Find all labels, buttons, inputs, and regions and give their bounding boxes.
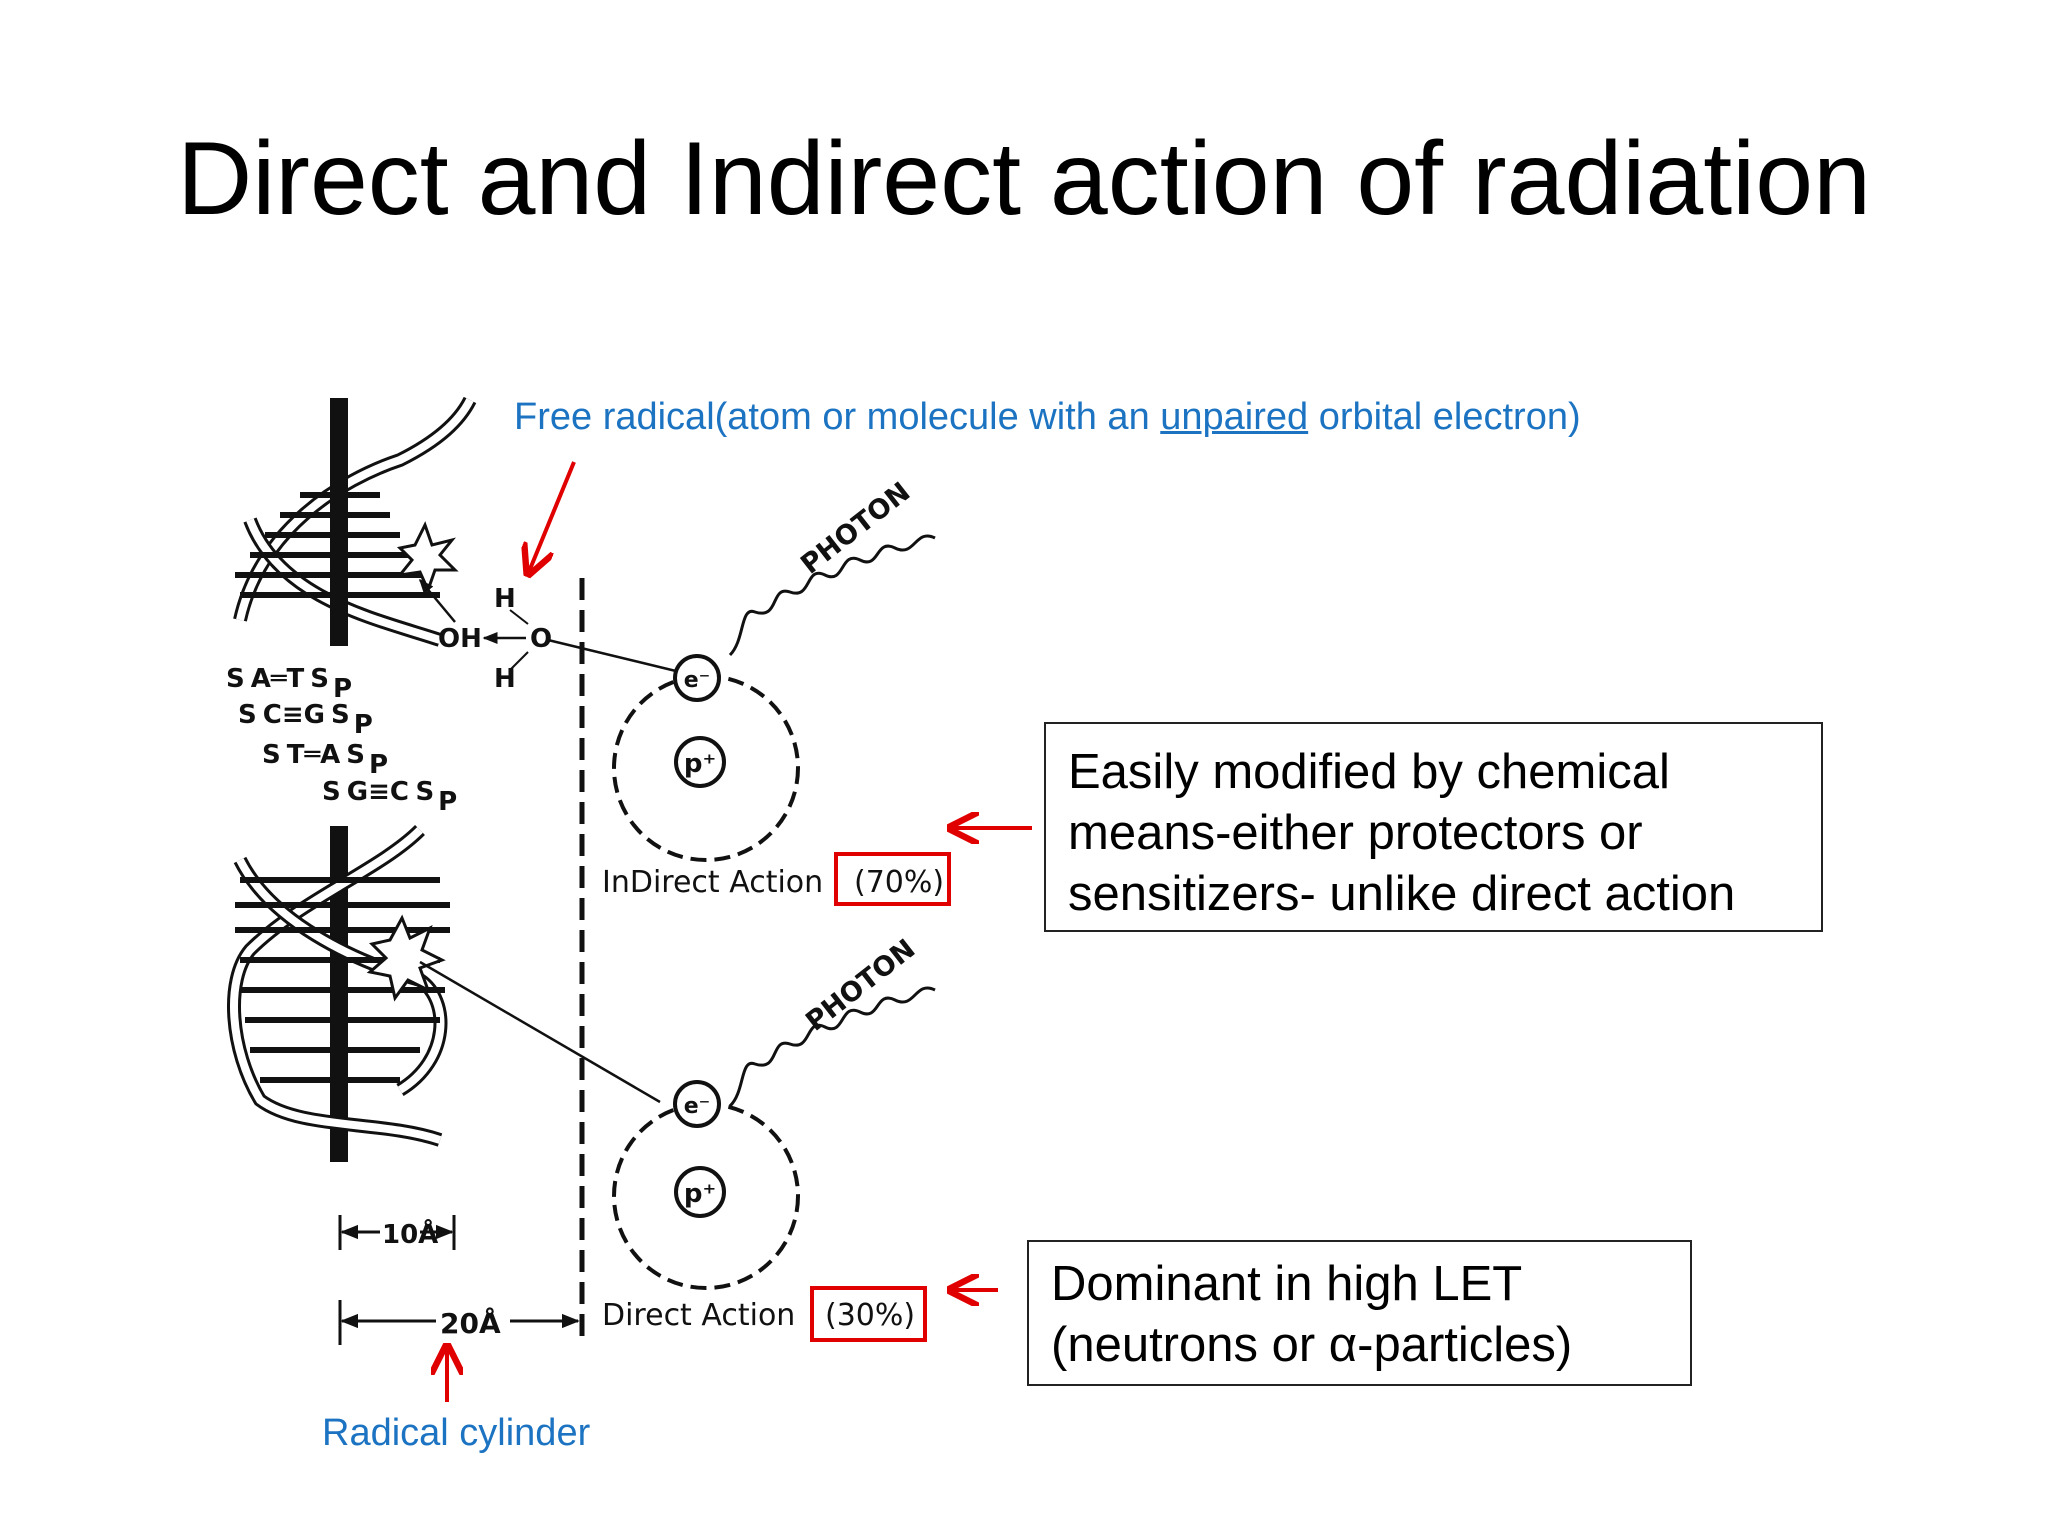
base-pair: G≡C	[347, 777, 410, 807]
base-left: S	[238, 700, 257, 730]
base-left: S	[262, 740, 281, 770]
damage-burst-lower	[366, 914, 446, 1002]
phosphate: P	[438, 787, 457, 817]
atom-direct: p⁺ e⁻	[612, 1080, 800, 1290]
atom-indirect: p⁺ e⁻	[612, 654, 800, 862]
indirect-percent-highlight	[834, 852, 951, 906]
direct-action-percent: (30%)	[825, 1298, 915, 1333]
dimension-20A: 20Å	[338, 1300, 580, 1345]
base-pair: A═T	[251, 664, 305, 694]
electron-label: e⁻	[684, 668, 711, 693]
dna-helix-upper	[233, 396, 477, 647]
electron-path-direct	[419, 960, 661, 1104]
photon-label: PHOTON	[795, 476, 916, 580]
base-right: S	[310, 664, 329, 694]
direct-action-label: Direct Action	[602, 1298, 795, 1333]
dna-helix-lower	[227, 824, 450, 1147]
electron-path-indirect	[547, 638, 681, 674]
proton-label: p⁺	[684, 1179, 716, 1209]
base-left: S	[322, 777, 341, 807]
base-right: S	[415, 777, 434, 807]
photon-lower: PHOTON	[728, 933, 936, 1108]
direct-action-note: Dominant in high LET (neutrons or α-part…	[1027, 1240, 1692, 1386]
hydroxyl-attack-arrow	[419, 578, 456, 623]
phosphate: P	[369, 750, 388, 780]
water-molecule: H O H OH	[438, 584, 552, 694]
indirect-action-label: InDirect Action	[602, 865, 823, 900]
hydrogen-label: H	[494, 664, 516, 694]
dim-10-label: 10Å	[382, 1218, 438, 1250]
direct-percent-highlight	[810, 1286, 927, 1342]
indirect-action-percent: (70%)	[854, 865, 944, 900]
dim-20-label: 20Å	[440, 1306, 501, 1340]
phosphate: P	[354, 710, 373, 740]
free-radical-prefix: Free radical(atom or molecule with an	[514, 396, 1161, 438]
slide-title: Direct and Indirect action of radiation	[177, 121, 1871, 237]
photon-label: PHOTON	[800, 933, 921, 1037]
base-left: S	[226, 664, 245, 694]
dimension-10A: 10Å	[338, 1215, 456, 1250]
base-right: S	[331, 700, 350, 730]
indirect-action-note: Easily modified by chemical means-either…	[1044, 722, 1823, 932]
helix-axis-upper	[330, 398, 348, 646]
radical-cylinder-label: Radical cylinder	[322, 1412, 591, 1454]
hydroxyl-label: OH	[438, 624, 482, 654]
electron-label: e⁻	[684, 1094, 711, 1119]
free-radical-suffix: orbital electron)	[1308, 396, 1581, 438]
free-radical-arrow	[528, 461, 576, 574]
free-radical-label: Free radical(atom or molecule with an un…	[514, 396, 1581, 439]
note-line: Easily modified by chemical	[1068, 745, 1670, 799]
unpaired-word: unpaired	[1160, 396, 1309, 438]
proton-label: p⁺	[684, 749, 716, 779]
oxygen-label: O	[530, 624, 552, 654]
base-pair: T═A	[287, 740, 341, 770]
note-line: means-either protectors or	[1068, 806, 1643, 860]
note-line: (neutrons or α-particles)	[1051, 1318, 1573, 1372]
damage-burst-upper	[396, 521, 459, 595]
base-right: S	[346, 740, 365, 770]
note-line: sensitizers- unlike direct action	[1068, 867, 1736, 921]
hydrogen-label: H	[494, 584, 516, 614]
photon-upper: PHOTON	[728, 476, 936, 657]
base-pair: C≡G	[263, 700, 325, 730]
note-line: Dominant in high LET	[1051, 1257, 1523, 1311]
phosphate: P	[333, 674, 352, 704]
